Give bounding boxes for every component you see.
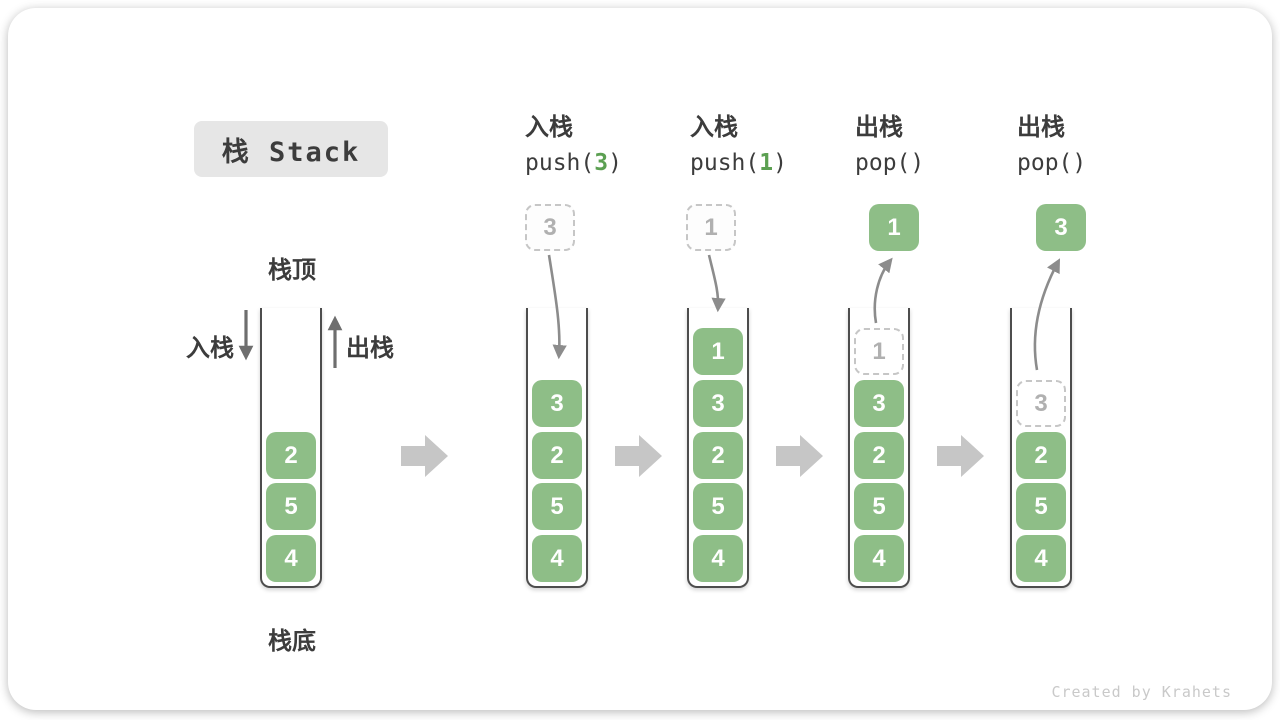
- stack-top-label: 栈顶: [268, 257, 316, 284]
- title-chip: 栈 Stack: [194, 121, 388, 177]
- operation-code: push(3): [525, 150, 622, 176]
- push-arrow-icon: [707, 254, 726, 313]
- incoming-value-box: 1: [686, 204, 736, 251]
- flow-arrow-icon: [937, 435, 984, 477]
- stack-container-3: [687, 308, 749, 588]
- operation-name: 出栈: [1017, 114, 1065, 141]
- code-prefix: pop(: [855, 150, 911, 176]
- stack-container-5: [1010, 308, 1072, 588]
- flow-arrow-icon: [615, 435, 662, 477]
- stack-block: 4: [532, 535, 582, 582]
- operation-header-pop-1: 出栈 pop(): [855, 114, 924, 177]
- stack-block: 4: [693, 535, 743, 582]
- code-arg: 3: [594, 150, 609, 176]
- stack-block: 4: [1016, 535, 1066, 582]
- push-side-label: 入栈: [186, 335, 234, 362]
- flow-arrow-icon: [776, 435, 823, 477]
- stack-container-4: [848, 308, 910, 588]
- code-suffix: ): [1072, 150, 1087, 176]
- code-suffix: ): [773, 150, 787, 176]
- operation-code: push(1): [690, 150, 787, 176]
- stack-block: 4: [266, 535, 316, 582]
- title-text: 栈 Stack: [221, 136, 361, 168]
- flow-arrow-icon: [401, 435, 448, 477]
- code-prefix: pop(: [1017, 150, 1073, 176]
- operation-code: pop(): [1017, 150, 1086, 176]
- stack-block: 5: [693, 483, 743, 530]
- pop-side-label: 出栈: [346, 335, 394, 362]
- code-suffix: ): [910, 150, 925, 176]
- stack-block: 2: [693, 432, 743, 479]
- incoming-value-box: 3: [525, 204, 575, 251]
- stack-block: 2: [1016, 432, 1066, 479]
- stack-block: 3: [854, 380, 904, 427]
- stack-block: 5: [1016, 483, 1066, 530]
- ghost-block: 3: [1016, 380, 1066, 427]
- operation-name: 出栈: [855, 114, 903, 141]
- popped-value-box: 1: [869, 204, 919, 251]
- stack-block: 5: [854, 483, 904, 530]
- code-suffix: ): [608, 150, 622, 176]
- watermark: Created by Krahets: [1051, 683, 1232, 701]
- operation-header-pop-2: 出栈 pop(): [1017, 114, 1086, 177]
- stack-block: 5: [532, 483, 582, 530]
- stack-block: 5: [266, 483, 316, 530]
- operation-name: 入栈: [690, 114, 738, 141]
- stack-bottom-label: 栈底: [268, 628, 316, 655]
- operation-name: 入栈: [525, 114, 573, 141]
- diagram-card: 栈 Stack 入栈 push(3) 入栈 push(1) 出栈 pop() 出…: [8, 8, 1272, 710]
- code-prefix: push(: [690, 150, 760, 176]
- arrows-overlay: [238, 254, 1061, 477]
- operation-code: pop(): [855, 150, 924, 176]
- ghost-block: 1: [854, 328, 904, 375]
- stack-block: 4: [854, 535, 904, 582]
- code-arg: 1: [759, 150, 774, 176]
- operation-header-push-3: 入栈 push(3): [525, 114, 622, 177]
- operation-header-push-1: 入栈 push(1): [690, 114, 787, 177]
- code-prefix: push(: [525, 150, 595, 176]
- stack-block: 3: [532, 380, 582, 427]
- stack-block: 3: [693, 380, 743, 427]
- stack-block: 1: [693, 328, 743, 375]
- stack-container-1: [260, 308, 322, 588]
- stack-block: 2: [854, 432, 904, 479]
- popped-value-box: 3: [1036, 204, 1086, 251]
- stack-container-2: [526, 308, 588, 588]
- stack-block: 2: [532, 432, 582, 479]
- stack-block: 2: [266, 432, 316, 479]
